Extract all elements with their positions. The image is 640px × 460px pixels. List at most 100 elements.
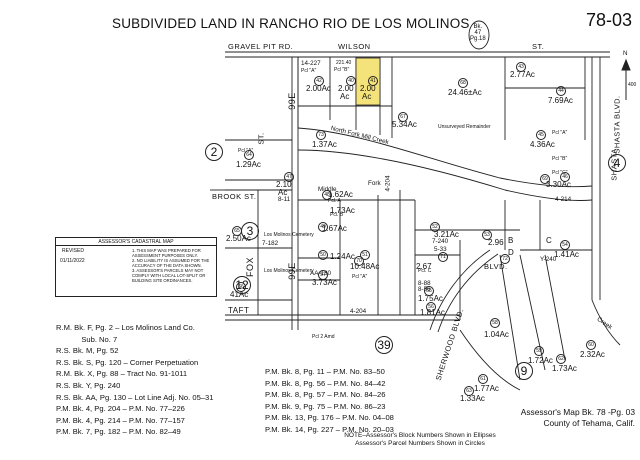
reference-line: P.M. Bk. 13, Pg. 176 – P.M. No. 04–08 [265, 413, 394, 423]
parcel-map-ref: 8-88 [418, 280, 431, 287]
parcel-number: 49 [318, 222, 328, 232]
parcel-acreage: 1.04Ac [484, 330, 509, 339]
parcel-label: 14-227 [301, 60, 321, 67]
parcel-number: 68 [458, 78, 468, 88]
parcel-label: Pcl "A" [301, 68, 317, 74]
parcel-number: 54 [560, 240, 570, 250]
parcel-acreage: 2.96 [488, 238, 504, 247]
block-letter: C [546, 236, 552, 245]
footer-map-ref: Assessor's Map Bk. 78 -Pg. 03 [520, 407, 635, 417]
parcel-acreage: 24.46±Ac [448, 88, 482, 97]
footer-note: Assessor's Parcel Numbers Shown in Circl… [355, 440, 485, 447]
north-arrow-label: N [623, 50, 628, 57]
parcel-number: 45 [536, 130, 546, 140]
parcel-acreage: Ac [340, 92, 350, 101]
parcel-acreage: 10.48Ac [350, 262, 380, 271]
parcel-acreage: Ac [362, 92, 372, 101]
street-shasta-blvd: SHASTA BLVD. [612, 95, 622, 154]
reference-line: R.S. Bk. AA, Pg. 130 – Lot Line Adj. No.… [56, 392, 214, 402]
parcel-number: 69 [540, 174, 550, 184]
reference-line: P.M. Bk. 8, Pg. 56 – P.M. No. 84–42 [265, 378, 386, 388]
parcel-number: 72 [500, 254, 510, 264]
parcel-map-ref: 4-204 [384, 175, 392, 192]
parcel-acreage: 1.41Ac [554, 250, 579, 259]
cadastral-notes: 1. THIS MAP WAS PREPARED FOR ASSESSMENT … [132, 248, 214, 283]
parcel-acreage: Ac [278, 188, 288, 197]
street-99e-top: 99E [286, 92, 297, 110]
parcel-number: 57 [318, 270, 328, 280]
street-fox: FOX [245, 256, 256, 278]
cadastral-box-title: ASSESSOR'S CADASTRAL MAP [56, 239, 216, 246]
cadastral-info-box: ASSESSOR'S CADASTRAL MAP REVISED 01/11/2… [55, 237, 217, 297]
parcel-acreage: 2.00Ac [306, 84, 331, 93]
street-wilson: WILSON [338, 42, 371, 51]
block-number: 3 [241, 222, 259, 240]
cadastral-note: 2. NO LIABILITY IS ASSUMED FOR THE ACCUR… [132, 258, 210, 268]
parcel-number: 52 [430, 222, 440, 232]
parcel-map-ref: 7-240 [432, 238, 449, 245]
footer-notes: NOTE–Assessor's Block Numbers Shown in E… [300, 432, 540, 448]
parcel-label: Los Molinos Cemetery [264, 268, 314, 274]
reference-line: P.M. Bk. 8, Pg. 57 – P.M. No. 84–26 [265, 390, 386, 400]
street-st-top: ST. [532, 42, 545, 51]
parcel-number: 43 [516, 62, 526, 72]
parcel-number: 58 [490, 318, 500, 328]
parcel-number: 46 [560, 172, 570, 182]
block-letter: B [508, 236, 514, 245]
parcel-acreage: 3.21Ac [434, 230, 459, 239]
reference-line: R.M. Bk. X, Pg. 88 – Tract No. 91-1011 [56, 369, 188, 379]
parcel-number: 55 [424, 286, 434, 296]
parcel-map-ref: 4-204 [350, 308, 367, 315]
street-brook: BROOK ST. [212, 192, 257, 201]
parcel-number: 67 [398, 112, 408, 122]
parcel-label: Pcl "B" [334, 67, 350, 73]
parcel-map-ref: 7-182 [262, 240, 279, 247]
parcel-number: 71 [438, 252, 448, 262]
parcel-map-ref: 4-214 [555, 196, 572, 203]
parcel-label: 221.40 [336, 60, 352, 66]
parcel-number: 60 [586, 340, 596, 350]
parcel-number: 48 [322, 190, 332, 200]
parcel-number: 66 [236, 282, 246, 292]
reference-line: R.M. Bk. F, Pg. 2 – Los Molinos Land Co. [56, 323, 195, 332]
parcel-label: Pcl "B" [552, 156, 568, 162]
reference-line: Sub. No. 7 [56, 334, 118, 344]
book-ref-line: Pg.18 [470, 36, 486, 42]
parcel-acreage: 2.67 [416, 262, 432, 271]
parcel-acreage: 1.73Ac [552, 364, 577, 373]
parcel-acreage: 2.77Ac [510, 70, 535, 79]
parcel-acreage: 2.00 [338, 84, 354, 93]
parcel-label: Pcl "A" [352, 274, 368, 280]
reference-line: P.M. Bk. 4, Pg. 204 – P.M. No. 77–226 [56, 404, 185, 414]
parcel-acreage: 1.33Ac [460, 394, 485, 403]
book-ref-line: Bk. [473, 24, 483, 30]
parcel-number: 44 [556, 86, 566, 96]
block-number: 2 [205, 143, 223, 161]
parcel-number: 63 [464, 386, 474, 396]
street-blvd: BLVD. [484, 262, 508, 271]
parcel-acreage: 2.10 [276, 180, 292, 189]
cadastral-note: 1. THIS MAP WAS PREPARED FOR ASSESSMENT … [132, 248, 201, 258]
parcel-number: 59 [534, 346, 544, 356]
parcel-label: Pcl. A [328, 198, 341, 204]
parcel-number: 65 [232, 226, 242, 236]
street-gravel-pit: GRAVEL PIT RD. [228, 42, 294, 51]
block-number: 9 [515, 362, 533, 380]
north-arrow-scale: 400 [628, 82, 637, 88]
reference-line: P.M. Bk. 14, Pg. 227 – P.M. No. 20–03 [265, 424, 394, 434]
parcel-number: 64 [244, 150, 254, 160]
parcel-acreage: 3.30Ac [546, 180, 571, 189]
reference-line: R.S. Bk. Y, Pg. 240 [56, 380, 121, 390]
parcel-label: Pcl 2 Amd [312, 334, 335, 340]
footer-county: County of Tehama, Calif. [543, 417, 635, 428]
revised-label: REVISED [62, 248, 84, 254]
parcel-label: Unsurveyed Remainder [438, 124, 491, 130]
parcel-acreage: 1.77Ac [474, 384, 499, 393]
references-left: R.M. Bk. F, Pg. 2 – Los Molinos Land Co.… [56, 322, 213, 438]
parcel-acreage: 1.75Ac [418, 294, 443, 303]
creek-label-middle: Middle [318, 186, 337, 193]
parcel-label: Pcl "C" [552, 170, 568, 176]
parcel-number: 47 [284, 172, 294, 182]
map-footer: Assessor's Map Bk. 78 -Pg. 03 County of … [455, 407, 635, 428]
